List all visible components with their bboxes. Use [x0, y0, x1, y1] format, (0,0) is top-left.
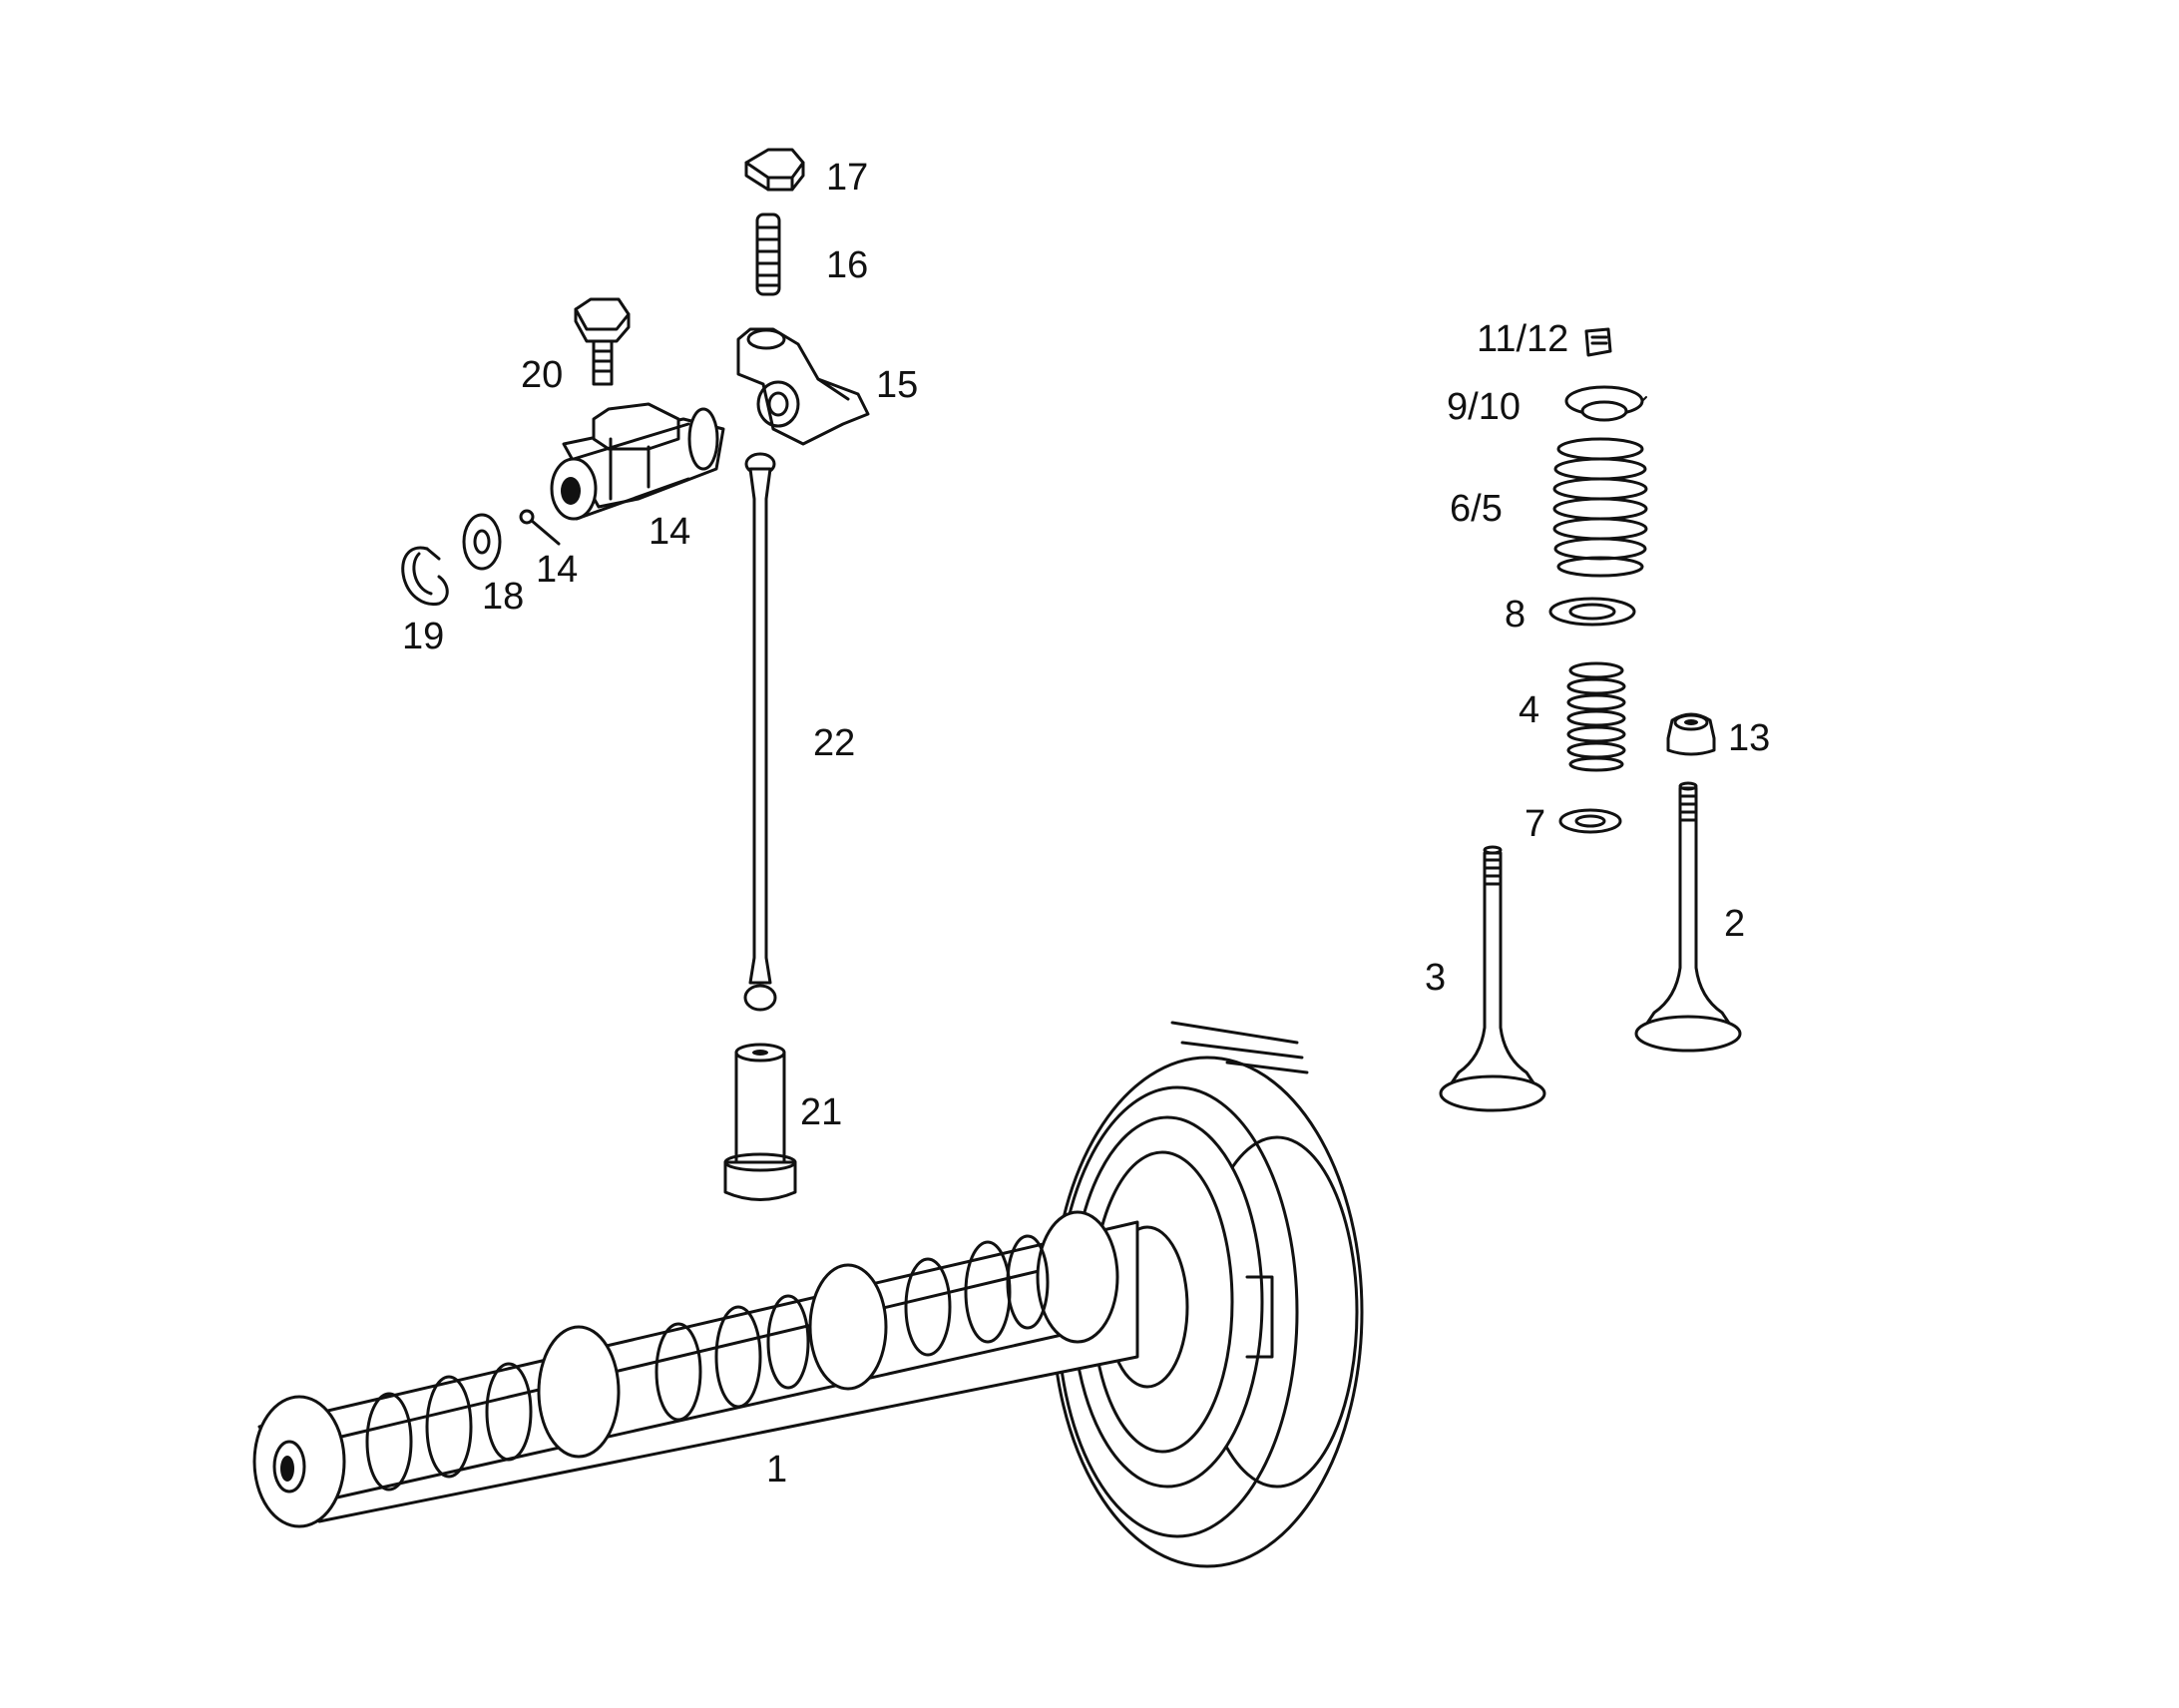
spring-seat-washer [1548, 597, 1636, 627]
label-9-10: 9/10 [1447, 386, 1521, 428]
rocker-arm [736, 327, 870, 446]
label-19: 19 [402, 616, 444, 657]
valve-stem-seal [1666, 712, 1716, 756]
inner-valve-spring [1566, 661, 1626, 772]
circlip [401, 546, 449, 607]
label-14-pin: 14 [536, 549, 578, 591]
exhaust-valve [1634, 781, 1742, 1053]
label-22: 22 [813, 722, 855, 764]
hex-bolt [574, 297, 631, 386]
label-21: 21 [800, 1091, 842, 1133]
lower-spring-washer [1558, 808, 1622, 834]
intake-valve [1439, 845, 1546, 1112]
label-2: 2 [1724, 903, 1745, 945]
label-13: 13 [1728, 717, 1770, 759]
valve-cotters [1584, 327, 1612, 357]
valve-spring-retainer [1564, 385, 1647, 422]
label-1: 1 [766, 1449, 787, 1491]
label-7: 7 [1525, 803, 1545, 845]
label-8: 8 [1505, 594, 1525, 636]
label-4: 4 [1519, 689, 1539, 731]
adjusting-stud [755, 213, 781, 296]
label-15: 15 [876, 364, 918, 406]
camshaft [252, 1021, 1364, 1568]
outer-valve-spring [1552, 437, 1648, 578]
label-20: 20 [521, 354, 563, 396]
tappet [723, 1043, 797, 1201]
label-11-12: 11/12 [1477, 318, 1568, 360]
label-18: 18 [482, 576, 524, 618]
label-17: 17 [826, 157, 868, 199]
rocker-arm-bracket [550, 402, 725, 521]
label-6-5: 6/5 [1450, 488, 1503, 530]
push-rod [743, 452, 777, 1012]
part-labels: 1 2 3 4 6/5 7 8 9/10 11/12 13 14 14 15 1… [402, 157, 1770, 1491]
label-3: 3 [1425, 957, 1446, 999]
bracket-pin [519, 509, 561, 546]
hex-nut [744, 148, 805, 192]
washer [462, 513, 502, 571]
label-14-bracket: 14 [649, 511, 690, 553]
label-16: 16 [826, 244, 868, 286]
